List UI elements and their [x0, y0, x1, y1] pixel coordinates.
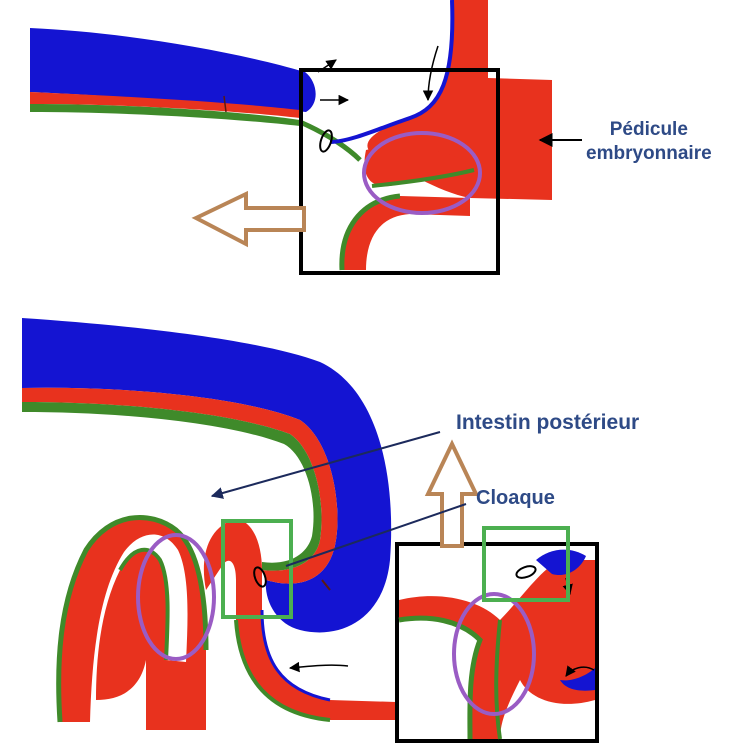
inset-contents	[398, 526, 595, 740]
intestin-pointer	[210, 431, 441, 499]
label-cloaque: Cloaque	[476, 487, 555, 509]
top-allantois	[364, 146, 476, 187]
inset-allantois-highlight	[452, 592, 536, 716]
inset-cloaca-box	[482, 526, 570, 602]
top-allantois-meso	[371, 168, 475, 188]
bottom-ectoderm-curl	[22, 318, 392, 633]
top-movement-arrow	[191, 190, 306, 248]
top-hindgut	[341, 196, 470, 270]
bottom-movement-arrow	[424, 439, 480, 548]
top-ectoderm	[30, 28, 316, 112]
cloaque-pointer	[285, 503, 467, 567]
top-hindgut-meso	[339, 193, 401, 271]
bottom-allantois-meso	[56, 515, 209, 723]
label-intestin-posterieur: Intestin postérieur	[456, 411, 640, 434]
top-mesoderm-strip	[30, 104, 300, 126]
bottom-cloaca-box	[221, 519, 293, 619]
top-panel	[30, 0, 582, 275]
label-pedicule-embryonnaire: Pédicule embryonnaire	[586, 118, 712, 166]
bottom-endoderm-band	[22, 387, 338, 584]
top-endoderm-strip	[30, 92, 300, 118]
bottom-cloaca-loop	[203, 519, 396, 720]
bottom-allantois-highlight	[136, 533, 216, 661]
top-tail-ecto-edge	[329, 0, 455, 144]
label-pedicule-line2: embryonnaire	[586, 142, 712, 164]
bottom-panel	[22, 318, 599, 743]
label-pedicule-line1: Pédicule	[609, 119, 688, 140]
top-zoom-frame	[299, 68, 500, 275]
bottom-allantois-loops	[58, 517, 207, 730]
top-allantois-highlight	[362, 131, 482, 215]
